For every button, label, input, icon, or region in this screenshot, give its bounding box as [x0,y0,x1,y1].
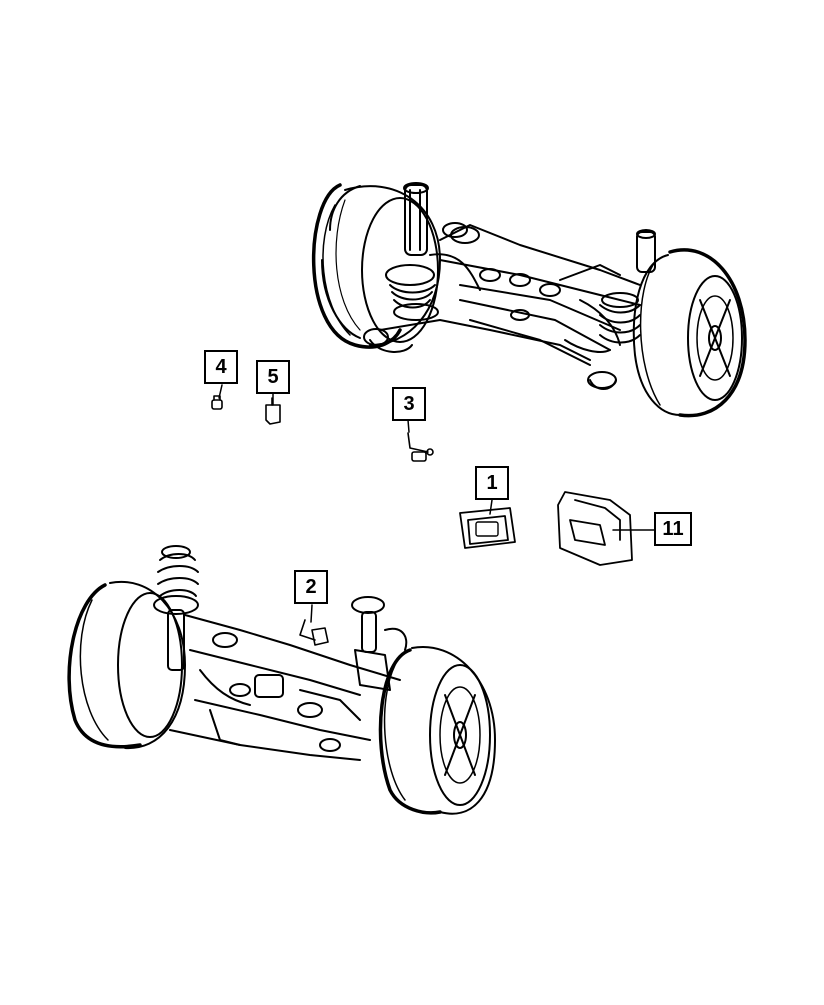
callout-5: 5 [256,360,290,394]
front-suspension-assembly [67,545,496,815]
rear-right-shock [599,229,656,344]
part-module-bracket [557,491,633,566]
part-bracket [265,397,281,425]
front-right-wheel [378,645,496,815]
rear-right-wheel [632,248,747,418]
callout-1: 1 [475,466,509,500]
rear-suspension-assembly [312,182,747,418]
part-front-height-sensor [299,619,329,646]
callout-11: 11 [654,512,692,546]
part-rear-height-sensor [407,432,434,462]
callout-3: 3 [392,387,426,421]
rear-left-shock [385,182,439,321]
callout-4: 4 [204,350,238,384]
front-left-strut [153,545,199,671]
part-control-module [459,507,516,549]
rear-left-wheel [312,183,441,349]
front-subframe [169,614,401,761]
front-right-strut [351,596,408,691]
part-clip [211,395,223,410]
leader-lines [218,384,656,623]
callout-2: 2 [294,570,328,604]
front-left-wheel [67,580,186,750]
